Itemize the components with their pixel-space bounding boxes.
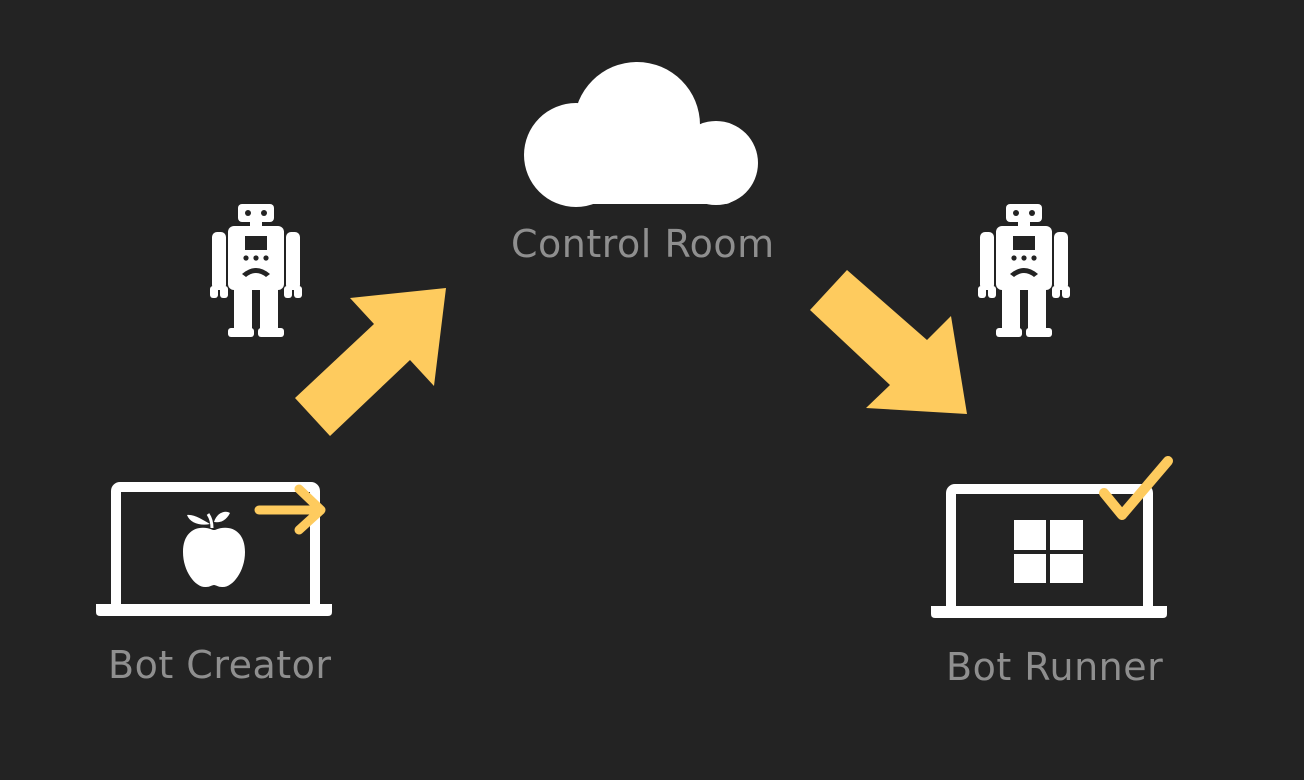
arrow-down-right-icon xyxy=(810,270,967,414)
bot-creator-laptop-icon xyxy=(96,482,332,616)
bot-runner-laptop-icon xyxy=(931,484,1167,618)
arrow-right-icon xyxy=(254,484,326,535)
cloud-icon xyxy=(524,62,758,207)
robot-icon xyxy=(210,204,302,337)
arrow-up-right-icon xyxy=(295,288,446,436)
checkmark-icon xyxy=(1099,456,1173,520)
control-room-label: Control Room xyxy=(511,222,775,266)
bot-runner-label: Bot Runner xyxy=(946,645,1164,689)
windows-icon xyxy=(1014,520,1083,583)
bot-creator-label: Bot Creator xyxy=(108,643,332,687)
robot-icon xyxy=(978,204,1070,337)
apple-icon xyxy=(183,511,245,588)
